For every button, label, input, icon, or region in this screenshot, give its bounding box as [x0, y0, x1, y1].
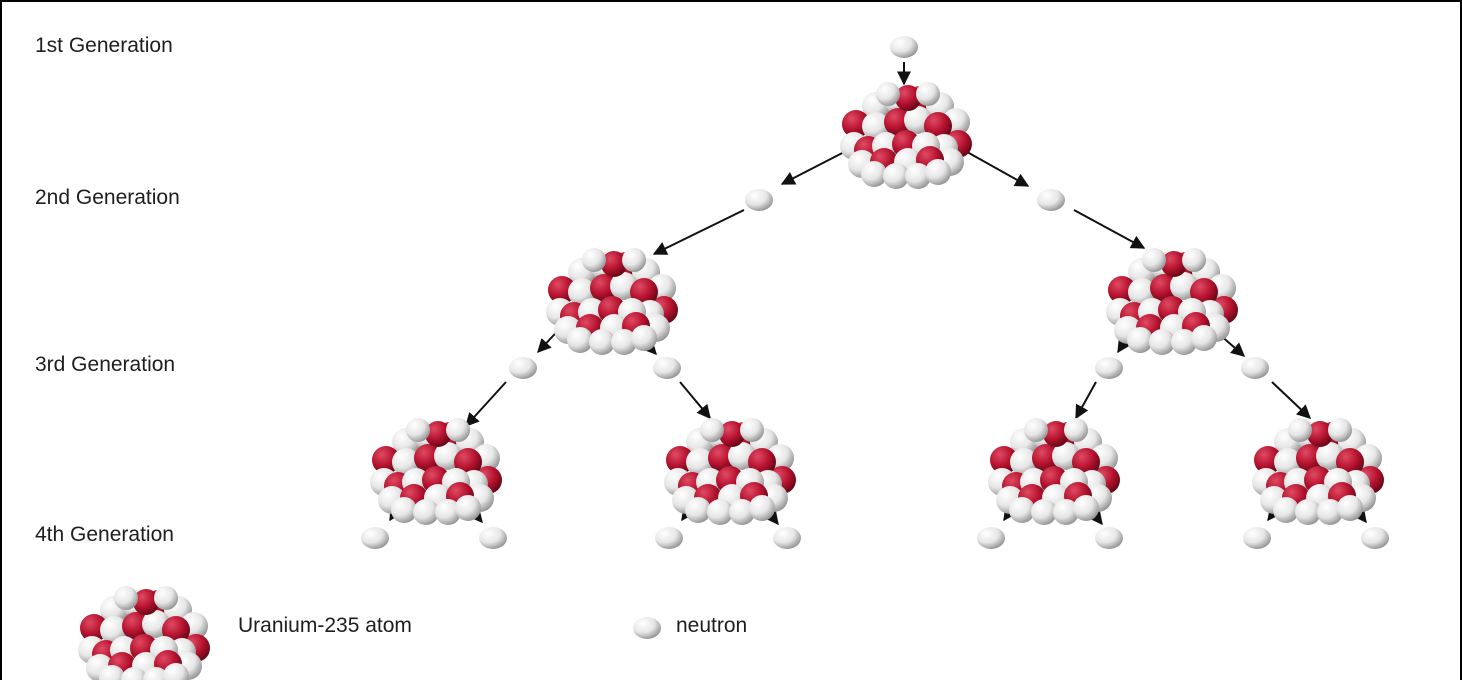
label-2nd-generation: 2nd Generation [35, 186, 180, 209]
uranium-235-atom-icon [1252, 418, 1384, 525]
uranium-235-atom-icon [370, 418, 502, 525]
neutron-icon [653, 357, 681, 379]
legend-atom-label: Uranium-235 atom [238, 614, 412, 637]
neutron-icon [890, 36, 918, 58]
uranium-235-atom-icon [664, 418, 796, 525]
neutron-icon [655, 527, 683, 549]
arrow [959, 147, 1030, 187]
legend-neutron-label: neutron [676, 614, 748, 637]
arrow [1075, 381, 1097, 420]
atoms [78, 82, 1384, 680]
neutron-icon [509, 357, 537, 379]
arrow [1073, 209, 1146, 249]
arrow [652, 209, 745, 255]
uranium-235-atom-icon [840, 82, 972, 189]
neutron-icon [1241, 357, 1269, 379]
arrow [780, 147, 853, 185]
arrow [465, 381, 507, 428]
uranium-235-atom-icon [546, 248, 678, 355]
neutron-icon [745, 189, 773, 211]
neutron-icon [977, 527, 1005, 549]
arrow [679, 381, 711, 420]
uranium-235-atom-icon [988, 418, 1120, 525]
legend-neutron-icon [633, 617, 661, 639]
neutron-icon [361, 527, 389, 549]
neutron-icon [1037, 189, 1065, 211]
label-4th-generation: 4th Generation [35, 523, 174, 546]
neutron-icon [479, 527, 507, 549]
legend-atom-icon [78, 586, 210, 680]
neutron-icon [1095, 357, 1123, 379]
uranium-235-atom-icon [1106, 248, 1238, 355]
neutron-icon [1095, 527, 1123, 549]
neutron-icon [773, 527, 801, 549]
label-1st-generation: 1st Generation [35, 34, 173, 57]
neutron-icon [1361, 527, 1389, 549]
label-3rd-generation: 3rd Generation [35, 353, 176, 376]
neutron-icon [1243, 527, 1271, 549]
arrow [1271, 381, 1312, 419]
